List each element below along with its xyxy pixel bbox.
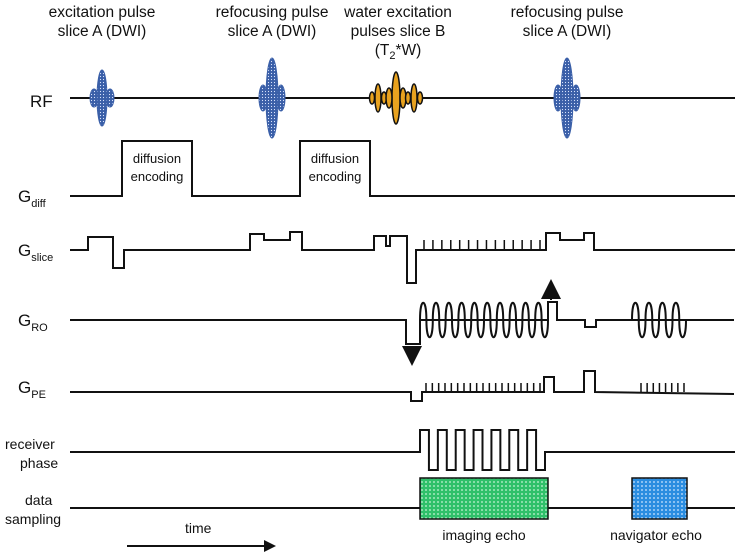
row-label-sampling-line1: data (25, 492, 52, 508)
row-label-gro: GRO (18, 311, 48, 334)
receiver-phase-waveform (70, 429, 735, 471)
header-refocusing-pulse-1: refocusing pulse slice A (DWI) (216, 4, 329, 40)
row-label-sampling-line2: sampling (5, 511, 61, 527)
header-excitation-line1: excitation pulse (49, 4, 156, 21)
diffusion-encoding-2-line1: diffusion (311, 151, 359, 166)
gro-navigator-oscillation (631, 301, 687, 339)
navigator-echo-label: navigator echo (610, 527, 702, 543)
navigator-echo-block (631, 477, 688, 520)
gslice-waveform (70, 231, 735, 284)
gro-waveform (70, 301, 734, 345)
header-water-line2: pulses slice B (351, 23, 446, 40)
header-water-line3: (T2*W) (375, 42, 422, 62)
row-label-rf: RF (30, 92, 53, 111)
imaging-echo-block (419, 477, 549, 520)
diffusion-encoding-1-line2: encoding (131, 169, 184, 184)
header-refocusing2-line2: slice A (DWI) (523, 23, 612, 40)
gpe-waveform (70, 370, 735, 402)
rf-refocusing-pulse-2-icon (553, 57, 581, 139)
gslice-blips (423, 240, 541, 250)
row-label-receiver-line1: receiver (5, 436, 55, 452)
imaging-echo-label: imaging echo (442, 527, 525, 543)
row-label-gdiff: Gdiff (18, 187, 47, 210)
row-label-gpe: GPE (18, 378, 46, 401)
header-water-excitation: water excitation pulses slice B (T2*W) (343, 4, 452, 62)
header-excitation-pulse: excitation pulse slice A (DWI) (49, 4, 156, 40)
time-label: time (185, 520, 212, 536)
header-refocusing1-line1: refocusing pulse (216, 4, 329, 21)
rf-refocusing-pulse-1-icon (258, 57, 286, 139)
gro-readout-oscillation (419, 301, 549, 339)
diffusion-encoding-2-line2: encoding (309, 169, 362, 184)
header-refocusing2-line1: refocusing pulse (511, 4, 624, 21)
gpe-navigator-blips (640, 383, 685, 392)
rf-water-excitation-pulses-icon (368, 71, 424, 125)
row-label-receiver-line2: phase (20, 455, 58, 471)
header-excitation-line2: slice A (DWI) (58, 23, 147, 40)
rf-excitation-pulse-icon (89, 69, 115, 127)
gdiff-waveform (70, 140, 735, 197)
header-refocusing-pulse-2: refocusing pulse slice A (DWI) (511, 4, 624, 40)
row-label-gslice: Gslice (18, 241, 53, 264)
time-arrowhead-icon (264, 540, 276, 552)
header-water-line1: water excitation (343, 4, 452, 21)
diffusion-encoding-1-line1: diffusion (133, 151, 181, 166)
header-refocusing1-line2: slice A (DWI) (228, 23, 317, 40)
gpe-blips (425, 383, 541, 392)
